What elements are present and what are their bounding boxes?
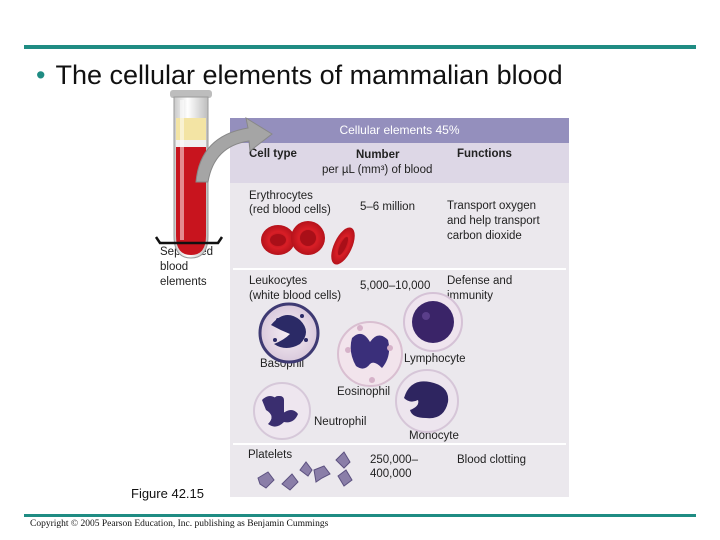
monocyte-cell-icon [395,369,459,433]
platelets-number-line: 400,000 [370,468,412,480]
red-blood-cell-icon [261,225,295,255]
monocyte-label: Monocyte [409,430,459,442]
platelet-icon [299,461,313,477]
platelet-icon [313,465,331,483]
slide-title: • The cellular elements of mammalian bloo… [36,60,563,91]
bullet-icon: • [36,60,46,90]
leukocytes-function-line: Defense and [447,275,513,287]
top-rule [24,45,696,49]
column-header-band [230,143,569,183]
column-header-number: Number [356,149,400,161]
platelets-number-line: 250,000– [370,454,418,466]
panel-header: Cellular elements 45% [230,118,569,143]
red-blood-cell-icon [291,221,325,255]
column-header-functions: Functions [457,148,512,160]
leukocytes-function-line: immunity [447,290,494,302]
eosinophil-cell-icon [337,321,403,387]
erythrocytes-function-line: carbon dioxide [447,230,522,242]
erythrocytes-label: Erythrocytes [249,190,313,202]
red-blood-cell-icon [331,227,355,265]
column-header-cell-type: Cell type [249,148,297,160]
figure-label: Figure 42.15 [131,486,204,501]
slide-title-text: The cellular elements of mammalian blood [55,60,563,90]
erythrocytes-number: 5–6 million [360,201,415,213]
platelet-icon [257,471,275,489]
column-header-number-unit: per µL (mm³) of blood [322,164,433,176]
row-separator [233,443,566,445]
erythrocytes-sublabel: (red blood cells) [249,204,331,216]
lymphocyte-cell-icon [403,292,463,352]
basophil-cell-icon [258,302,320,364]
neutrophil-label: Neutrophil [314,416,367,428]
arrow-icon [195,116,273,183]
bracket-icon [154,236,224,245]
bottom-rule [24,514,696,517]
row-separator [233,268,566,270]
erythrocytes-function-line: Transport oxygen [447,200,537,212]
leukocytes-number: 5,000–10,000 [360,280,431,292]
erythrocytes-function-line: and help transport [447,215,540,227]
platelets-function: Blood clotting [457,454,527,466]
tube-label-line: elements [160,276,207,288]
platelet-icon [337,469,353,487]
eosinophil-label: Eosinophil [337,386,391,398]
leukocytes-label: Leukocytes [249,275,308,287]
platelets-label: Platelets [248,449,293,461]
copyright-text: Copyright © 2005 Pearson Education, Inc.… [30,519,329,529]
platelet-icon [281,473,299,491]
tube-label-line: blood [160,261,189,273]
test-tube-icon [170,90,212,259]
lymphocyte-label: Lymphocyte [404,353,466,365]
leukocytes-sublabel: (white blood cells) [249,290,342,302]
platelet-icon [335,451,351,469]
neutrophil-cell-icon [253,382,311,440]
